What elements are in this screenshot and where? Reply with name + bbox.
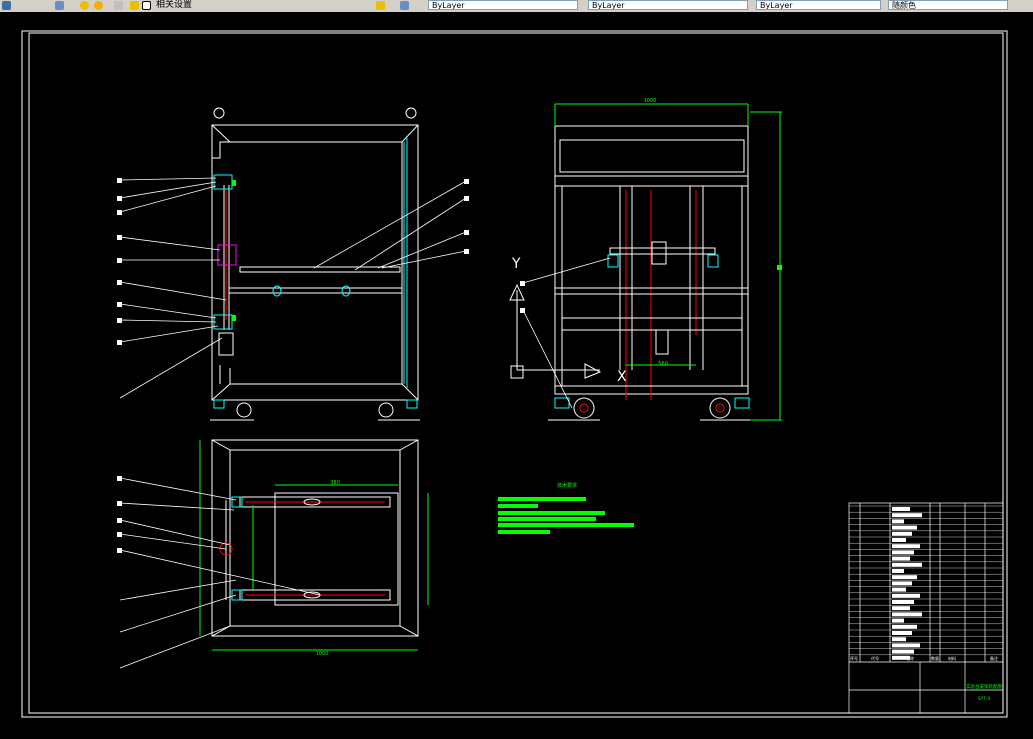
parts-list-header-4: 材料 — [948, 655, 956, 661]
dim-inner-width: 380 — [330, 480, 340, 486]
parts-list-cell — [892, 624, 917, 629]
parts-list-cell — [892, 606, 910, 611]
parts-list-cell — [892, 531, 912, 536]
dim-bottom-width: 1000 — [316, 651, 329, 657]
sheet-outer-border — [21, 30, 1008, 718]
parts-list-cell — [892, 649, 914, 654]
layer-state-icon[interactable] — [142, 1, 151, 10]
parts-list-cell — [892, 631, 912, 635]
front-view — [117, 107, 469, 421]
parts-list-cell — [892, 544, 920, 549]
dim-side-small: 560 — [658, 361, 668, 367]
sheet-inner-border — [28, 32, 1004, 714]
bulb-icon[interactable] — [80, 1, 89, 10]
drawing-canvas[interactable]: 1000 — [0, 12, 1033, 739]
layer-icon[interactable] — [2, 1, 11, 10]
parts-list-header-5: 备注 — [990, 655, 998, 661]
parts-list-cell — [892, 575, 917, 580]
lineweight-combo[interactable]: ByLayer — [756, 0, 881, 10]
parts-list-cell — [892, 581, 912, 586]
layer-previous-icon[interactable] — [400, 1, 409, 10]
ucs-y-label: Y — [511, 256, 521, 272]
parts-list-header-0: 序号 — [850, 655, 858, 661]
title-block-drawing-no: SYT-0 — [978, 696, 991, 702]
parts-list-cell — [892, 655, 910, 660]
sun-icon[interactable] — [94, 1, 103, 10]
parts-list-cell — [892, 562, 922, 567]
lock-icon[interactable] — [114, 1, 123, 10]
make-current-icon[interactable] — [376, 1, 385, 10]
plotstyle-combo[interactable]: 随颜色 — [888, 0, 1008, 10]
layer-manager-icon[interactable] — [55, 1, 64, 10]
notes-title: 技术要求 — [557, 482, 577, 489]
parts-list-cell — [892, 556, 910, 561]
parts-list — [848, 502, 1004, 714]
parts-list-cell — [892, 618, 904, 623]
cad-drawing[interactable]: 1000 — [0, 12, 1033, 739]
layer-combo-label[interactable]: 相关设置 — [156, 0, 193, 10]
linetype-combo[interactable]: ByLayer — [588, 0, 748, 10]
parts-list-rows — [849, 505, 1003, 660]
title-block-part-name: 实验台支架装配图 — [966, 683, 1002, 690]
parts-list-cell — [892, 507, 910, 511]
color-combo[interactable]: ByLayer — [428, 0, 578, 10]
parts-list-cell — [892, 593, 920, 598]
toolbar: 相关设置 ByLayer ByLayer ByLayer 随颜色 — [0, 0, 1033, 13]
parts-list-cell — [892, 587, 906, 592]
ucs-x-label: X — [617, 369, 627, 385]
parts-list-cell — [892, 643, 920, 648]
parts-list-cell — [892, 600, 914, 604]
parts-list-header-3: 数量 — [931, 655, 939, 661]
title-block-header: 序号 代号 名称 数量 材料 备注 — [850, 655, 998, 661]
parts-list-cell — [892, 519, 904, 524]
color-square-icon[interactable] — [130, 1, 139, 10]
parts-list-cell — [892, 525, 917, 530]
parts-list-header-1: 代号 — [871, 655, 879, 661]
parts-list-cell — [892, 538, 906, 542]
parts-list-cell — [892, 612, 922, 617]
side-view: 1000 — [509, 98, 782, 421]
parts-list-cell — [892, 569, 904, 573]
dim-top-width: 1000 — [644, 98, 657, 104]
top-view: 1000 380 560 — [117, 361, 668, 669]
parts-list-cell — [892, 550, 914, 555]
parts-list-cell — [892, 513, 922, 518]
parts-list-header-2: 名称 — [906, 655, 914, 661]
parts-list-cell — [892, 637, 906, 642]
technical-notes: 技术要求 — [498, 482, 634, 534]
